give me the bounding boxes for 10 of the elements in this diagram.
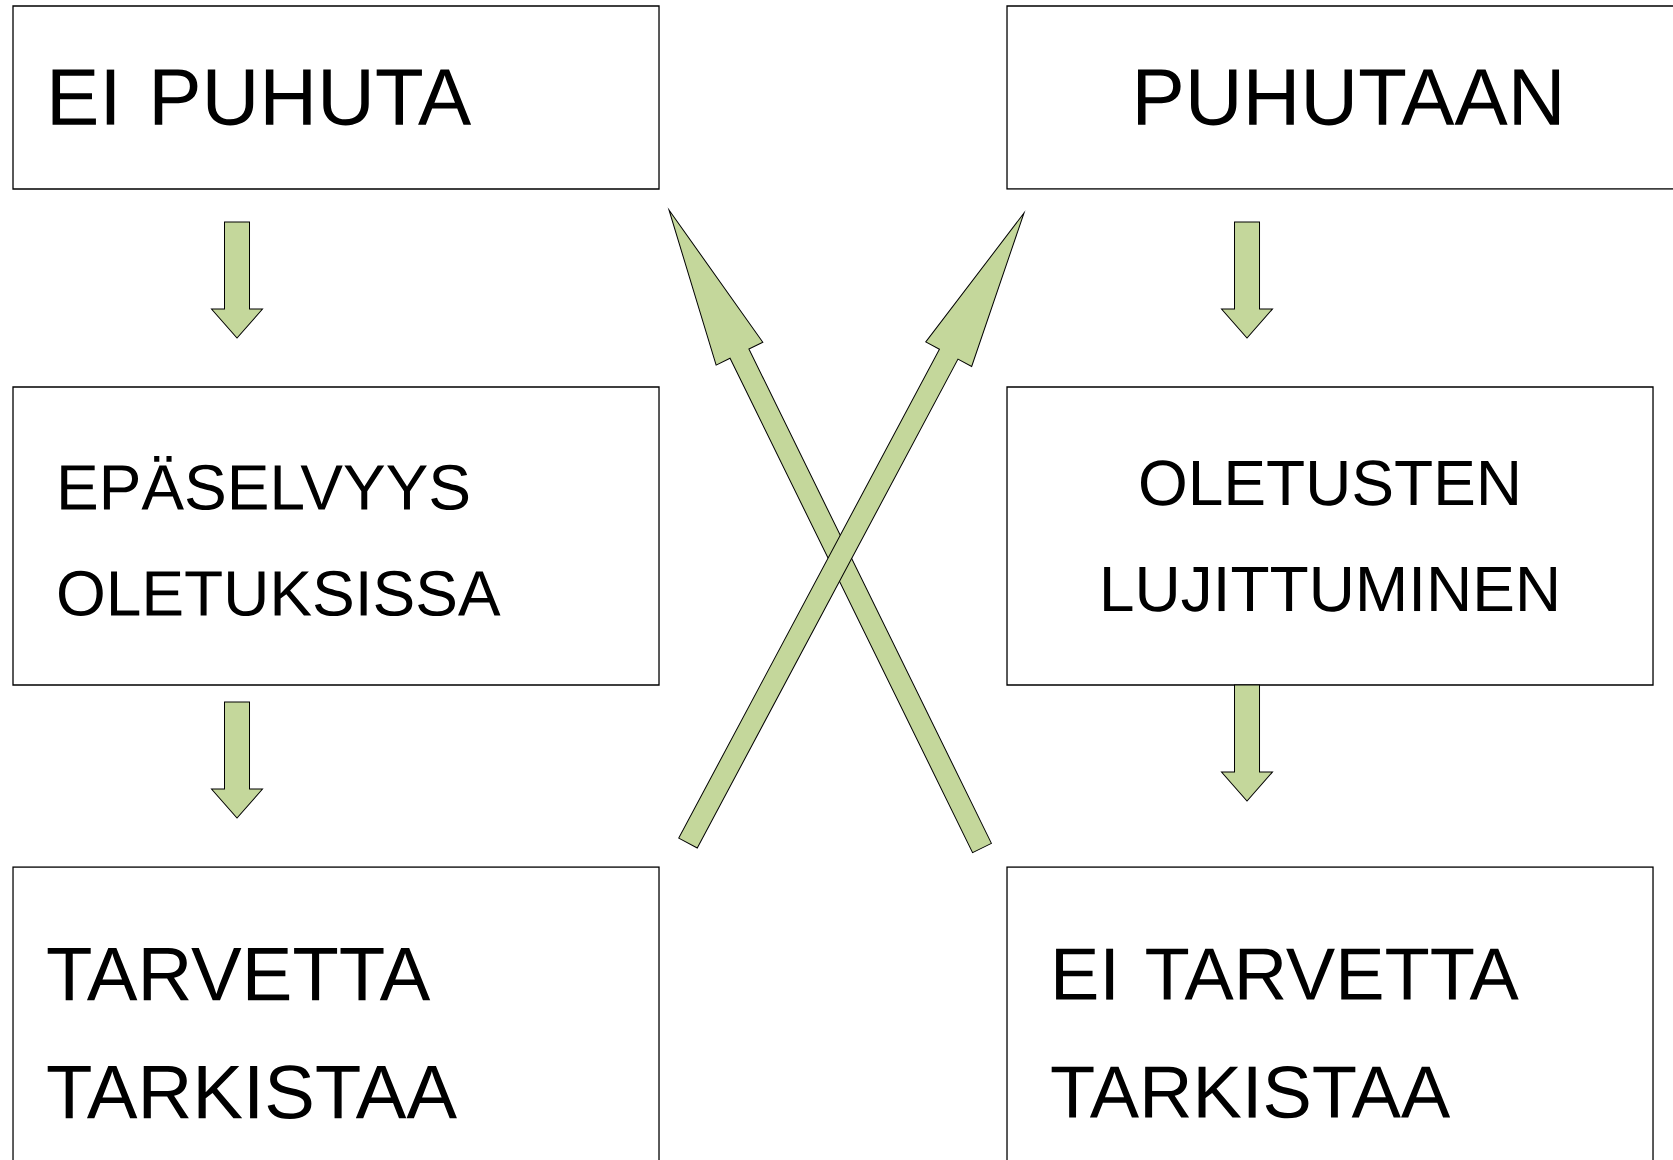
text-box: PUHUTAAN <box>1006 5 1673 190</box>
text-box: OLETUSTEN LUJITTUMINEN <box>1006 386 1654 686</box>
block-arrow <box>1221 684 1273 802</box>
block-arrow <box>211 221 263 339</box>
block-arrow <box>211 701 263 819</box>
block-arrow <box>1221 221 1273 339</box>
text-box: EPÄSELVYYS OLETUKSISSA <box>12 386 660 686</box>
text-box: EI TARVETTA TARKISTAA <box>1006 866 1654 1160</box>
text-box: EI PUHUTA <box>12 5 660 190</box>
text-box: TARVETTA TARKISTAA <box>12 866 660 1160</box>
